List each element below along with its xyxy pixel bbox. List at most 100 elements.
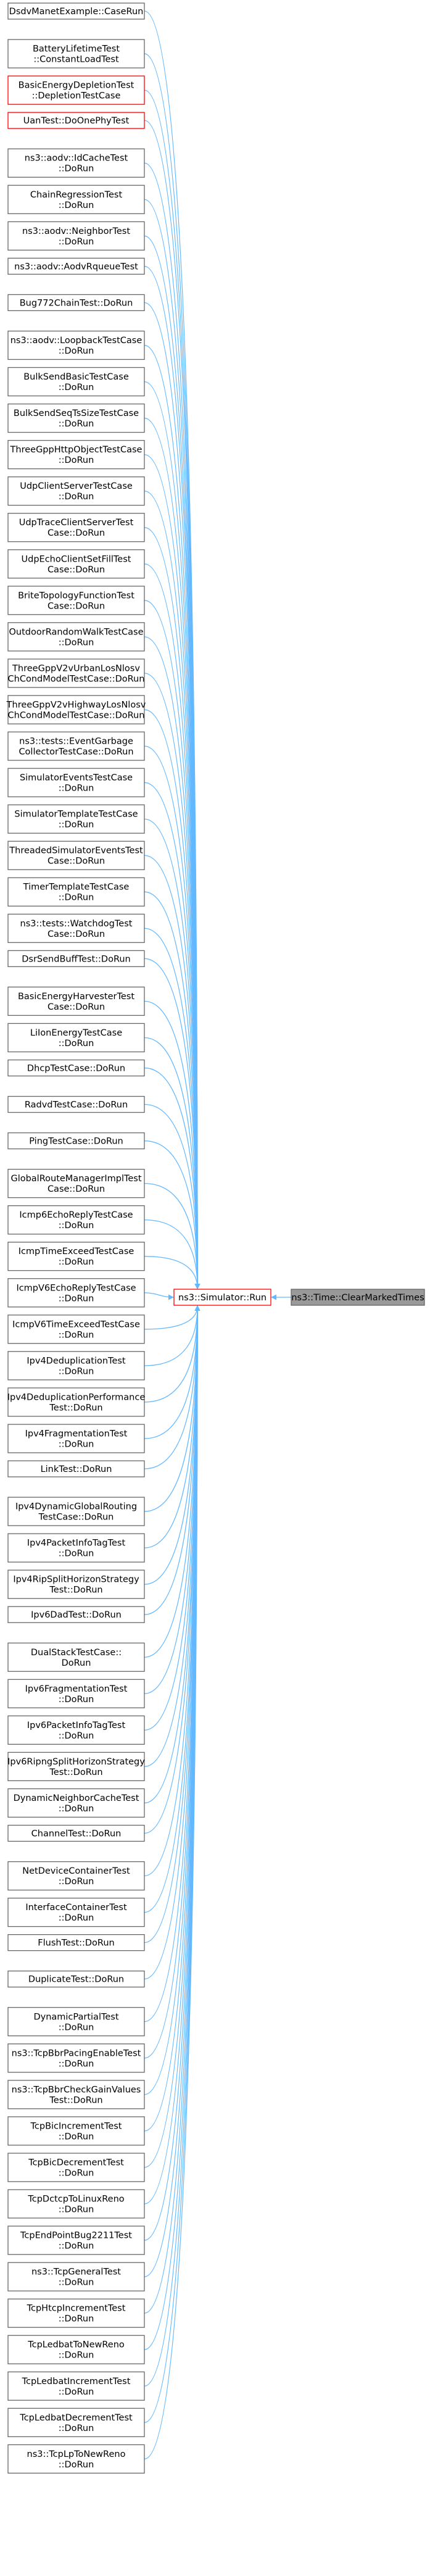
caller-node-2-label-line-2: ::ConstantLoadTest [33,55,119,65]
caller-node-45-box [7,1606,145,1623]
caller-node-2[interactable]: BatteryLifetimeTest::ConstantLoadTest [7,39,145,69]
caller-node-61[interactable]: TcpDctcpToLinuxReno::DoRun [7,2189,145,2219]
caller-node-57[interactable]: ns3::TcpBbrPacingEnableTest::DoRun [7,2043,145,2073]
caller-node-10[interactable]: ns3::aodv::LoopbackTestCase::DoRun [7,330,145,360]
caller-node-12[interactable]: BulkSendSeqTsSizeTestCase::DoRun [7,403,145,433]
caller-node-36[interactable]: IcmpV6EchoReplyTestCase::DoRun [7,1278,145,1308]
caller-node-21-label-line-2: CollectorTestCase::DoRun [19,747,133,757]
caller-node-67-label-line-2: ::DoRun [59,2424,94,2433]
caller-node-54-label-line-1: FlushTest::DoRun [38,1938,114,1948]
caller-node-14[interactable]: UdpClientServerTestCase::DoRun [7,476,145,506]
caller-node-35[interactable]: IcmpTimeExceedTestCase::DoRun [7,1242,145,1271]
simulator-run-node[interactable]: ns3::Simulator::Run [173,1289,271,1306]
caller-node-1[interactable]: DsdvManetExample::CaseRun [7,2,145,20]
caller-node-64[interactable]: TcpHtcpIncrementTest::DoRun [7,2298,145,2328]
caller-node-53[interactable]: InterfaceContainerTest::DoRun [7,1897,145,1927]
caller-node-20[interactable]: ThreeGppV2vHighwayLosNlosvChCondModelTes… [6,695,146,725]
caller-node-38-label-line-2: ::DoRun [59,1366,94,1376]
caller-node-42-box [7,1497,145,1526]
caller-node-19[interactable]: ThreeGppV2vUrbanLosNlosvChCondModelTestC… [7,659,145,688]
caller-node-46[interactable]: DualStackTestCase::DoRun [7,1642,145,1672]
caller-node-45[interactable]: Ipv6DadTest::DoRun [7,1606,145,1623]
caller-node-11[interactable]: BulkSendBasicTestCase::DoRun [7,367,145,397]
caller-node-6[interactable]: ChainRegressionTest::DoRun [7,185,145,214]
caller-node-48-box [7,1715,145,1745]
caller-node-64-box [7,2298,145,2328]
caller-node-27[interactable]: DsrSendBuffTest::DoRun [7,950,145,967]
caller-node-58-label-line-1: ns3::TcpBbrCheckGainValues [12,2085,141,2095]
caller-node-30[interactable]: DhcpTestCase::DoRun [7,1059,145,1077]
caller-node-19-box [7,659,145,688]
time-clearmarkedtimes-node[interactable]: ns3::Time::ClearMarkedTimes [291,1289,425,1306]
caller-node-59[interactable]: TcpBicIncrementTest::DoRun [7,2116,145,2146]
caller-node-10-box [7,330,145,360]
caller-node-47[interactable]: Ipv6FragmentationTest::DoRun [7,1679,145,1708]
caller-node-60[interactable]: TcpBicDecrementTest::DoRun [7,2153,145,2182]
caller-node-54[interactable]: FlushTest::DoRun [7,1934,145,1951]
caller-node-66[interactable]: TcpLedbatIncrementTest::DoRun [7,2371,145,2401]
caller-node-30-box [7,1059,145,1077]
caller-node-38[interactable]: Ipv4DeduplicationTest::DoRun [7,1351,145,1381]
caller-node-37[interactable]: IcmpV6TimeExceedTestCase::DoRun [7,1315,145,1344]
caller-node-50[interactable]: DynamicNeighborCacheTest::DoRun [7,1788,145,1818]
caller-node-5[interactable]: ns3::aodv::IdCacheTest::DoRun [7,148,145,178]
caller-node-32-box [7,1132,145,1150]
caller-node-40[interactable]: Ipv4FragmentationTest::DoRun [7,1424,145,1453]
caller-node-65[interactable]: TcpLedbatToNewReno::DoRun [7,2335,145,2364]
caller-node-55[interactable]: DuplicateTest::DoRun [7,1971,145,1988]
caller-node-59-label-line-1: TcpBicIncrementTest [30,2121,122,2131]
caller-node-56[interactable]: DynamicPartialTest::DoRun [7,2007,145,2037]
caller-node-64-label-line-1: TcpHtcpIncrementTest [27,2304,126,2314]
caller-node-52[interactable]: NetDeviceContainerTest::DoRun [7,1861,145,1891]
caller-node-43[interactable]: Ipv4PacketInfoTagTest::DoRun [7,1533,145,1563]
caller-node-18[interactable]: OutdoorRandomWalkTestCase::DoRun [7,622,145,652]
caller-node-13[interactable]: ThreeGppHttpObjectTestCase::DoRun [7,439,145,470]
edge-caller-8 [144,265,201,1289]
caller-node-5-label-line-1: ns3::aodv::IdCacheTest [25,154,128,164]
caller-node-48[interactable]: Ipv6PacketInfoTagTest::DoRun [7,1715,145,1745]
caller-node-25[interactable]: TimerTemplateTestCase::DoRun [7,877,145,907]
caller-node-63[interactable]: ns3::TcpGeneralTest::DoRun [7,2262,145,2291]
caller-node-52-box [7,1861,145,1891]
caller-node-22[interactable]: SimulatorEventsTestCase::DoRun [7,768,145,797]
caller-node-14-label-line-2: ::DoRun [59,492,94,502]
caller-node-3[interactable]: BasicEnergyDepletionTest::DepletionTestC… [7,75,145,105]
caller-node-68[interactable]: ns3::TcpLpToNewReno::DoRun [7,2444,145,2474]
caller-node-66-box [7,2371,145,2401]
edges-layer [144,10,291,2459]
caller-node-7[interactable]: ns3::aodv::NeighborTest::DoRun [7,221,145,251]
caller-node-34[interactable]: Icmp6EchoReplyTestCase::DoRun [7,1205,145,1235]
caller-node-62[interactable]: TcpEndPointBug2211Test::DoRun [7,2225,145,2255]
caller-node-23[interactable]: SimulatorTemplateTestCase::DoRun [7,804,145,834]
caller-node-4-label-line-1: UanTest::DoOnePhyTest [23,116,130,126]
caller-node-40-label-line-2: ::DoRun [59,1439,94,1449]
caller-node-4[interactable]: UanTest::DoOnePhyTest [7,112,145,129]
caller-node-6-label-line-2: ::DoRun [59,201,94,210]
caller-node-41[interactable]: LinkTest::DoRun [7,1460,145,1477]
caller-node-31[interactable]: RadvdTestCase::DoRun [7,1095,145,1113]
caller-node-29[interactable]: LiIonEnergyTestCase::DoRun [7,1023,145,1053]
caller-node-6-box [7,185,145,214]
caller-node-8[interactable]: ns3::aodv::AodvRqueueTest [7,257,145,275]
caller-node-9[interactable]: Bug772ChainTest::DoRun [7,294,145,312]
caller-node-53-label-line-1: InterfaceContainerTest [25,1903,127,1913]
caller-node-67[interactable]: TcpLedbatDecrementTest::DoRun [7,2408,145,2437]
caller-node-26-label-line-2: Case::DoRun [48,929,105,939]
caller-node-21[interactable]: ns3::tests::EventGarbageCollectorTestCas… [7,731,145,761]
edge-caller-18 [144,636,201,1289]
caller-node-32[interactable]: PingTestCase::DoRun [7,1132,145,1150]
caller-node-51[interactable]: ChannelTest::DoRun [7,1824,145,1842]
caller-node-62-label-line-1: TcpEndPointBug2211Test [20,2231,132,2241]
